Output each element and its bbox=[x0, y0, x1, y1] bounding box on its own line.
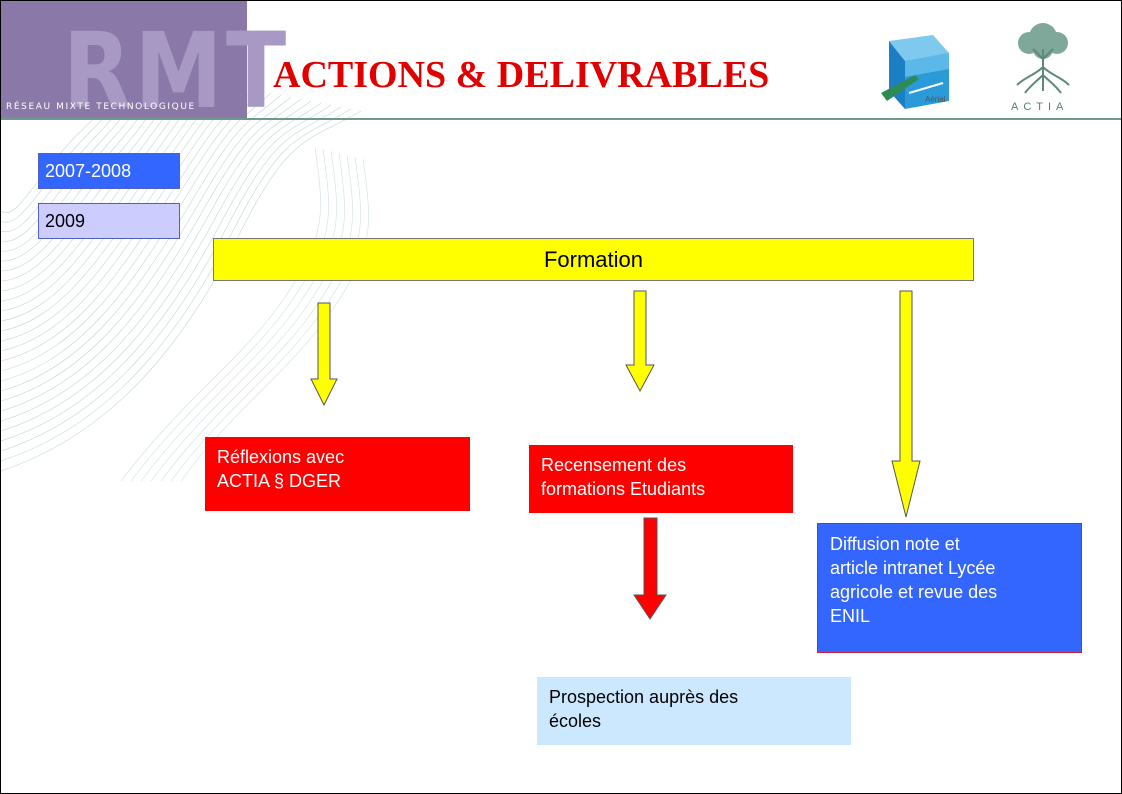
arrow-to-reflexions bbox=[310, 302, 338, 407]
reflexions-line-1: Réflexions avec bbox=[217, 447, 345, 467]
recensement-line-1: Recensement des bbox=[541, 455, 687, 475]
actia-logo-text: ACTIA bbox=[1011, 101, 1069, 113]
diffusion-line-3: agricole et revue des bbox=[830, 582, 998, 602]
rmt-logo-subtitle: RÉSEAU MIXTE TECHNOLOGIQUE bbox=[6, 102, 196, 112]
page-title: ACTIONS & DELIVRABLES bbox=[273, 54, 770, 96]
legend-2007-2008: 2007-2008 bbox=[38, 153, 180, 189]
reflexions-box: Réflexions avec ACTIA § DGER bbox=[205, 437, 470, 511]
rmt-logo-letters: RMT bbox=[63, 10, 290, 132]
rmt-brand-block: RMT RÉSEAU MIXTE TECHNOLOGIQUE bbox=[1, 1, 286, 123]
recensement-line-2: formations Etudiants bbox=[541, 479, 706, 499]
prospection-line-1: Prospection auprès des bbox=[549, 687, 739, 707]
arrow-to-diffusion bbox=[891, 290, 921, 518]
aerial-logo-text: Aérial bbox=[925, 95, 946, 104]
prospection-box: Prospection auprès des écoles bbox=[537, 677, 851, 745]
diffusion-line-4: ENIL bbox=[830, 606, 871, 626]
diffusion-line-2: article intranet Lycée bbox=[830, 558, 996, 578]
formation-root-box: Formation bbox=[213, 238, 974, 281]
arrow-to-recensement bbox=[625, 290, 655, 393]
recensement-box: Recensement des formations Etudiants bbox=[529, 445, 793, 513]
actia-tree-logo-icon bbox=[1016, 23, 1070, 94]
aerial-logo-icon bbox=[881, 35, 949, 109]
diffusion-box: Diffusion note et article intranet Lycée… bbox=[817, 523, 1082, 653]
reflexions-line-2: ACTIA § DGER bbox=[217, 471, 342, 491]
diffusion-line-1: Diffusion note et bbox=[830, 534, 960, 554]
header-divider bbox=[1, 118, 1121, 120]
prospection-line-2: écoles bbox=[549, 711, 602, 731]
arrow-to-prospection bbox=[633, 517, 667, 620]
legend-2009: 2009 bbox=[38, 203, 180, 239]
